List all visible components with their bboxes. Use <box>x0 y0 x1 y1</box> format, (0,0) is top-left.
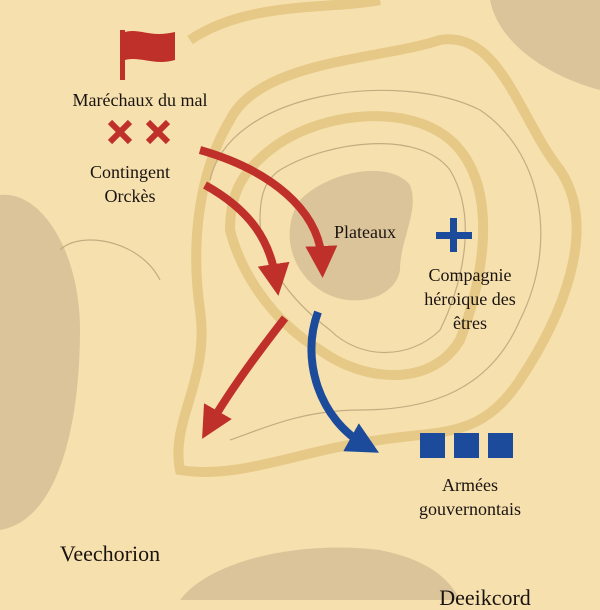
contingent-label-line1: Contingent <box>90 162 170 182</box>
contingent-label: Contingent Orckès <box>50 160 210 208</box>
double-cross-icon <box>107 119 171 145</box>
armies-label: Armées gouvernontais <box>385 473 555 521</box>
contour-bands <box>173 0 582 478</box>
terrain-west <box>0 194 80 530</box>
company-label-line3: êtres <box>453 313 487 333</box>
terrain-south <box>180 547 460 600</box>
place-label-deeikcord: Deeikcord <box>439 585 531 610</box>
terrain-northeast <box>490 0 600 90</box>
marshals-flag-icon <box>120 30 175 80</box>
three-squares-icon <box>420 433 513 458</box>
armies-label-line1: Armées <box>442 475 498 495</box>
arrow-southwest <box>202 315 289 439</box>
plateau-label: Plateaux <box>334 222 396 242</box>
company-label: Compagnie héroique des êtres <box>395 263 545 335</box>
plus-icon <box>436 218 472 252</box>
place-label-veechorion: Veechorion <box>59 541 161 566</box>
arrow-center <box>203 181 290 296</box>
enemy-advance-arrows <box>198 146 338 439</box>
company-label-line1: Compagnie <box>428 265 512 285</box>
marshals-label: Maréchaux du mal <box>72 90 208 110</box>
friendly-advance-arrow <box>307 310 379 453</box>
arrow-to-plateau <box>198 146 338 278</box>
contingent-label-line2: Orckès <box>104 186 156 206</box>
company-label-line2: héroique des <box>424 289 516 309</box>
armies-label-line2: gouvernontais <box>419 499 521 519</box>
